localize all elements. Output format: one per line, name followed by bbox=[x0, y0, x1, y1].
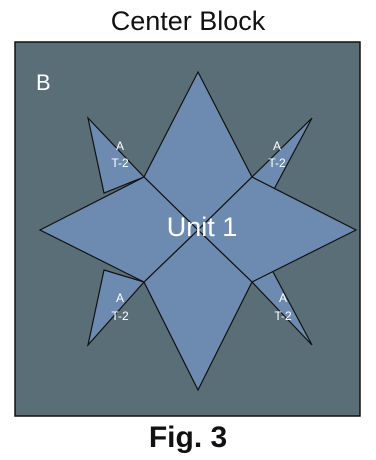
diagram-title: Center Block bbox=[110, 6, 266, 36]
triangle-top-right-label: A bbox=[273, 139, 281, 153]
triangle-top-left bbox=[86, 116, 146, 194]
triangle-bottom-right-label: A bbox=[279, 291, 287, 305]
triangle-bottom-left-label: A bbox=[116, 291, 124, 305]
triangle-bottom-left bbox=[86, 269, 146, 348]
triangle-bottom-right-sublabel: T-2 bbox=[274, 309, 292, 323]
figure-caption: Fig. 3 bbox=[148, 421, 228, 454]
center-unit-label: Unit 1 bbox=[167, 212, 238, 242]
triangle-bottom-left-sublabel: T-2 bbox=[111, 309, 129, 323]
background-label: B bbox=[36, 70, 51, 95]
triangle-top-left-label: A bbox=[116, 139, 124, 153]
triangle-top-right-sublabel: T-2 bbox=[268, 156, 286, 170]
triangle-top-left-sublabel: T-2 bbox=[111, 156, 129, 170]
star-point-left bbox=[38, 176, 199, 283]
